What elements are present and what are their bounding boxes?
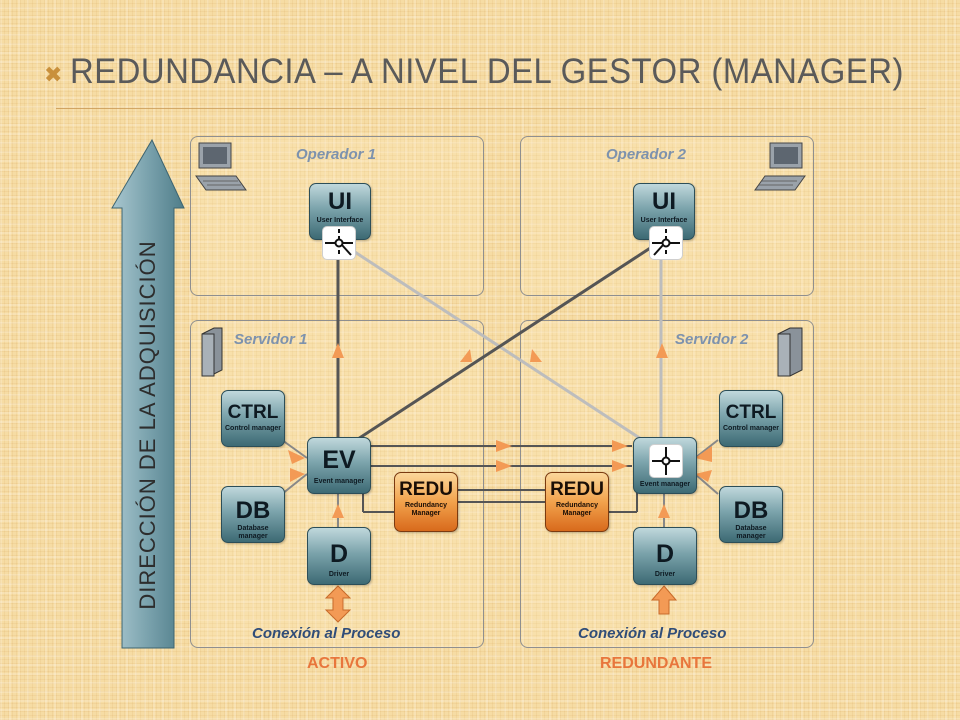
ui-block-left: UI User Interface [309,183,371,240]
status-active-label: ACTIVO [307,655,368,672]
arrow-right-icon [496,440,512,452]
title-divider [56,108,926,109]
ev-switch-right [649,444,683,478]
db-block-left: DB Database manager [221,486,285,543]
process-connection-label-right: Conexión al Proceso [578,625,727,642]
process-connection-label-left: Conexión al Proceso [252,625,401,642]
driver-block-right: D Driver [633,527,697,585]
operator-2-label: Operador 2 [606,146,687,163]
server-2-label: Servidor 2 [675,331,749,348]
ctrl-block-right: CTRL Control manager [719,390,783,447]
arrow-right-icon [496,460,512,472]
server-1-label: Servidor 1 [234,331,308,348]
ctrl-block-left: CTRL Control manager [221,390,285,447]
status-redundant-label: REDUNDANTE [600,655,712,672]
ev-block-left: EV Event manager [307,437,371,494]
ui-switch-right [649,226,683,260]
slide-title: REDUNDANCIA – A NIVEL DEL GESTOR (MANAGE… [70,52,904,91]
db-block-right: DB Database manager [719,486,783,543]
redu-block-right: REDU Redundancy Manager [545,472,609,532]
operator-1-label: Operador 1 [296,146,377,163]
driver-block-left: D Driver [307,527,371,585]
ev-block-right: Event manager [633,437,697,494]
redu-block-left: REDU Redundancy Manager [394,472,458,532]
ui-switch-left [322,226,356,260]
title-bullet-icon: ✖ [44,62,63,87]
acquisition-direction-label: DIRECCIÓN DE LA ADQUISICIÓN [135,240,160,610]
